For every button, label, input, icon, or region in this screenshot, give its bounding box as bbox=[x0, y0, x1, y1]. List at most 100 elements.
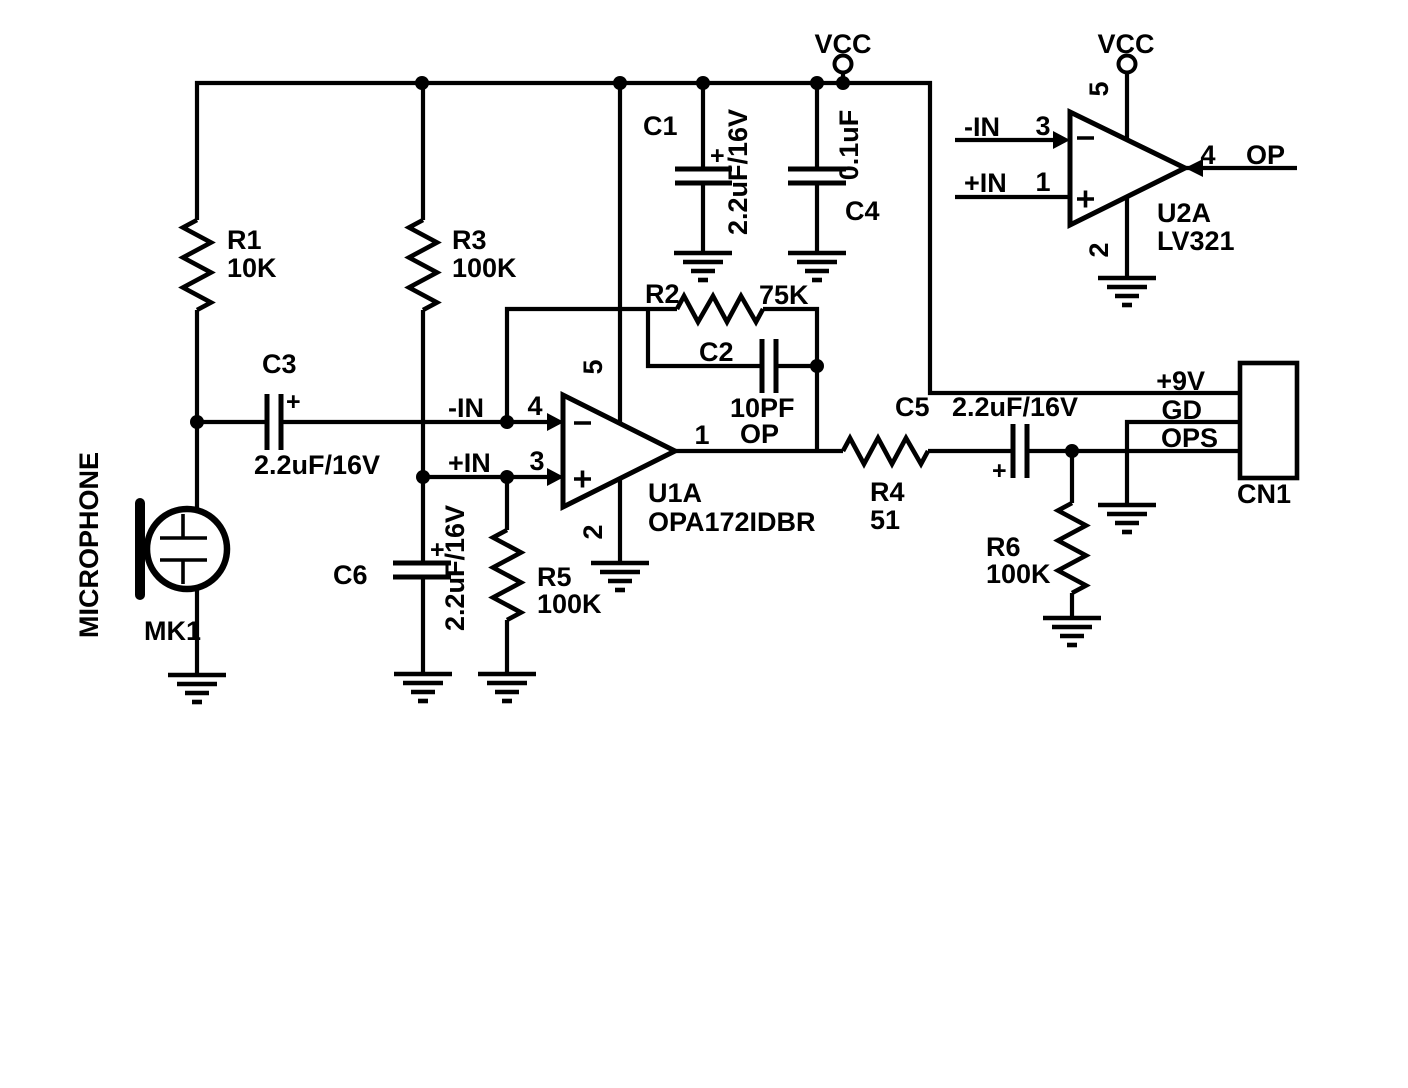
u2-inv-pin-label: 3 bbox=[1035, 111, 1050, 141]
u2-noninv-net-label: +IN bbox=[964, 168, 1007, 198]
opamp-u2-symbol bbox=[1053, 108, 1203, 230]
c2-value-label: 10PF bbox=[730, 393, 795, 423]
u2-out-net-label: OP bbox=[1246, 140, 1285, 170]
r2-refdes-label: R2 bbox=[645, 279, 680, 309]
microphone-symbol bbox=[135, 498, 231, 600]
wire-c2-left bbox=[645, 309, 762, 369]
connector-cn1-body bbox=[1237, 360, 1300, 481]
u1-inv-net-label: -IN bbox=[448, 393, 484, 423]
ground-gd bbox=[1098, 502, 1156, 535]
u2-inv-arrow-icon bbox=[1053, 131, 1070, 149]
c5-refdes-label: C5 bbox=[895, 392, 930, 422]
ground-u2-pin2 bbox=[1098, 275, 1156, 308]
u1-inv-pin-label: 4 bbox=[527, 391, 542, 421]
r3-value-label: 100K bbox=[452, 253, 517, 283]
c3-polarity-label: + bbox=[286, 388, 301, 416]
capacitor-c1 bbox=[675, 166, 732, 186]
u1-out-net-label: OP bbox=[740, 419, 779, 449]
vcc-terminal-right-icon bbox=[1116, 53, 1138, 75]
opamp-u2-triangle-icon bbox=[1067, 108, 1191, 230]
u2-refdes-label: U2A bbox=[1157, 198, 1211, 228]
u1-gnd-pin-label: 2 bbox=[578, 524, 608, 539]
r3-refdes-label: R3 bbox=[452, 225, 487, 255]
u1-vcc-pin-label: 5 bbox=[578, 359, 608, 374]
c5-value-label: 2.2uF/16V bbox=[952, 392, 1078, 422]
vcc-left-label: VCC bbox=[814, 29, 871, 59]
c6-refdes-label: C6 bbox=[333, 560, 368, 590]
cn1-refdes-label: CN1 bbox=[1237, 479, 1291, 509]
cn1-pin-gd-label: GD bbox=[1162, 395, 1203, 425]
c6-value-label: 2.2uF/16V bbox=[440, 505, 470, 631]
capacitors bbox=[264, 166, 1030, 580]
mic-refdes-label: MK1 bbox=[144, 616, 201, 646]
r1-refdes-label: R1 bbox=[227, 225, 262, 255]
c5-polarity-label: + bbox=[992, 457, 1007, 485]
u2-noninv-pin-label: 1 bbox=[1035, 167, 1050, 197]
labels: VCC VCC R1 10K R3 100K C3 + 2.2uF/16V C1… bbox=[74, 29, 1291, 646]
ground-c1 bbox=[674, 250, 732, 283]
c4-refdes-label: C4 bbox=[845, 196, 880, 226]
r5-value-label: 100K bbox=[537, 589, 602, 619]
u1-refdes-label: U1A bbox=[648, 478, 702, 508]
u2-vcc-pin-label: 5 bbox=[1084, 81, 1114, 96]
c3-refdes-label: C3 bbox=[262, 349, 297, 379]
resistor-r3 bbox=[404, 217, 442, 313]
u2-inv-net-label: -IN bbox=[964, 112, 1000, 142]
r4-value-label: 51 bbox=[870, 505, 900, 535]
capacitor-c3 bbox=[264, 394, 284, 450]
resistors bbox=[178, 217, 1091, 623]
u1-noninv-arrow-icon bbox=[547, 468, 564, 486]
resistor-r1 bbox=[178, 217, 216, 313]
r2-value-label: 75K bbox=[759, 280, 809, 310]
wire-vcc-rail bbox=[194, 80, 1240, 396]
c1-value-label: 2.2uF/16V bbox=[723, 109, 753, 235]
r6-refdes-label: R6 bbox=[986, 532, 1021, 562]
u1-inv-arrow-icon bbox=[547, 413, 564, 431]
cn1-pin-9v-label: +9V bbox=[1156, 366, 1205, 396]
u2-out-arrow-icon bbox=[1185, 159, 1203, 177]
ground-r6 bbox=[1043, 615, 1101, 648]
ground-r5 bbox=[478, 671, 536, 704]
mic-body-icon bbox=[143, 505, 231, 593]
wires bbox=[194, 72, 1297, 675]
wire-gd-gnd bbox=[1124, 419, 1240, 505]
capacitor-c6 bbox=[393, 560, 451, 580]
resistor-r6 bbox=[1053, 500, 1091, 596]
c1-refdes-label: C1 bbox=[643, 111, 678, 141]
u2-gnd-pin-label: 2 bbox=[1084, 242, 1114, 257]
u1-part-label: OPA172IDBR bbox=[648, 507, 816, 537]
r6-value-label: 100K bbox=[986, 559, 1051, 589]
r4-refdes-label: R4 bbox=[870, 477, 905, 507]
u1-out-pin-label: 1 bbox=[694, 420, 709, 450]
u1-noninv-net-label: +IN bbox=[448, 448, 491, 478]
r1-value-label: 10K bbox=[227, 253, 277, 283]
opamp-u1-symbol bbox=[547, 390, 681, 512]
c2-refdes-label: C2 bbox=[699, 337, 734, 367]
resistor-r5 bbox=[488, 527, 526, 623]
wire-feedback-right bbox=[763, 306, 820, 451]
ground-c4 bbox=[788, 250, 846, 283]
ground-u1-pin2 bbox=[591, 560, 649, 593]
u2-part-label: LV321 bbox=[1157, 226, 1235, 256]
ground-mic bbox=[168, 672, 226, 705]
vcc-terminal-left-icon bbox=[832, 53, 854, 75]
ground-c6 bbox=[394, 671, 452, 704]
c3-value-label: 2.2uF/16V bbox=[254, 450, 380, 480]
vcc-right-label: VCC bbox=[1097, 29, 1154, 59]
capacitor-c4 bbox=[788, 166, 846, 186]
microphone-label: MICROPHONE bbox=[74, 452, 104, 638]
r5-refdes-label: R5 bbox=[537, 562, 572, 592]
resistor-r2 bbox=[674, 291, 766, 327]
resistor-r4 bbox=[840, 433, 931, 469]
cn1-pin-ops-label: OPS bbox=[1161, 423, 1218, 453]
ground-symbols bbox=[168, 250, 1156, 705]
c4-value-label: 0.1uF bbox=[834, 110, 864, 181]
u2-out-pin-label: 4 bbox=[1200, 140, 1215, 170]
c1-polarity-label: + bbox=[710, 142, 725, 170]
capacitor-c5 bbox=[1010, 424, 1030, 478]
capacitor-c2 bbox=[759, 339, 779, 393]
u1-noninv-pin-label: 3 bbox=[529, 446, 544, 476]
junction-dots bbox=[190, 76, 1079, 484]
